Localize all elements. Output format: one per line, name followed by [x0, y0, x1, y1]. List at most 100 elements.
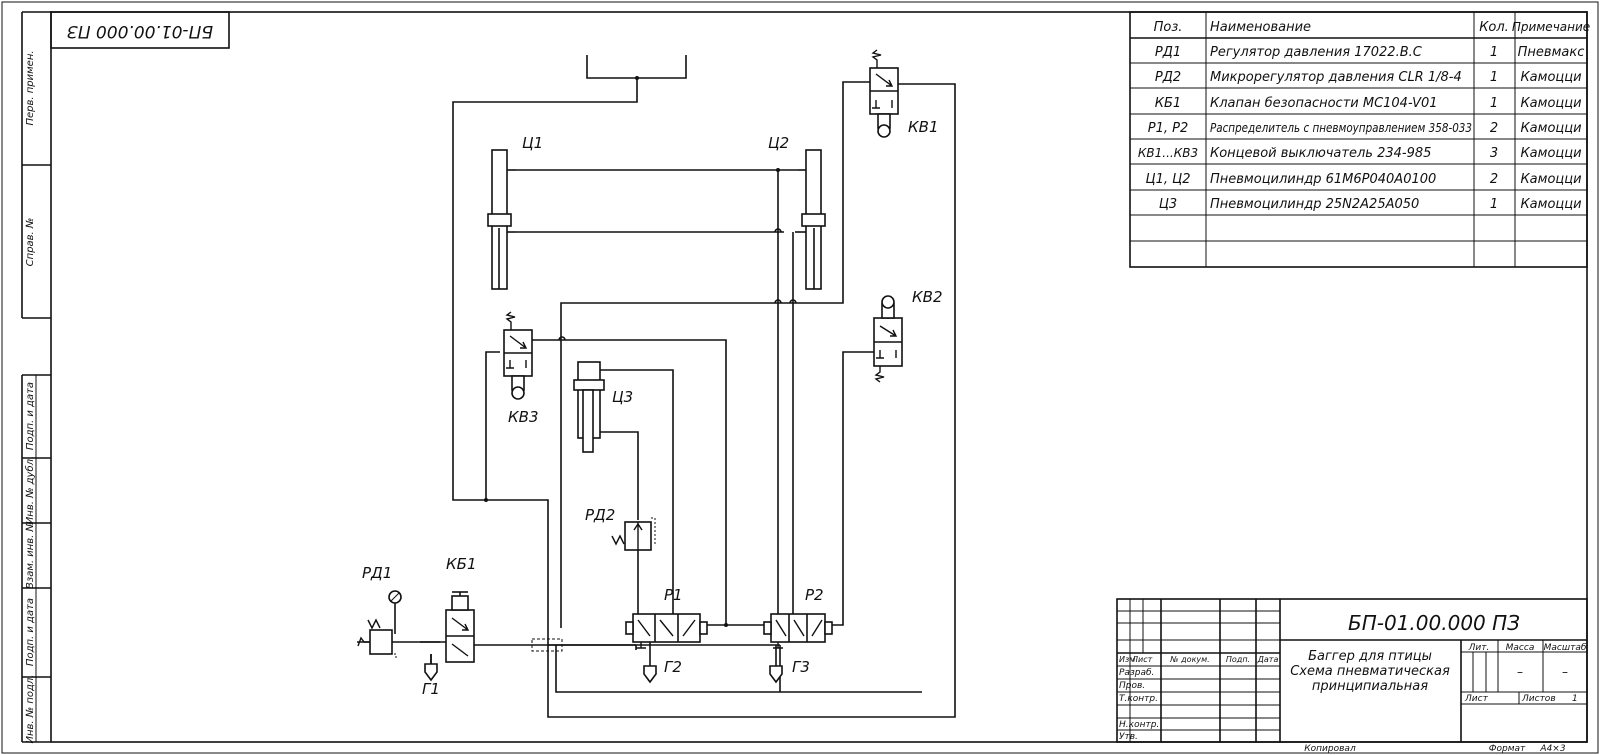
rotated-code-box: БП-01.00.000 ПЗ [50, 11, 230, 49]
label-g2: Г2 [664, 658, 682, 676]
svg-text:Р1, Р2: Р1, Р2 [1148, 121, 1189, 136]
table-row: РД1 Регулятор давления 17022.В.С 1 Пневм… [1155, 45, 1585, 60]
title-mass-value: – [1517, 665, 1523, 679]
svg-text:3: 3 [1490, 146, 1498, 161]
spec-header-note: Примечание [1512, 20, 1590, 34]
label-g1: Г1 [422, 680, 440, 698]
side-label: Инв. № подл. [25, 675, 36, 744]
table-row: РД2 Микрорегулятор давления CLR 1/8-4 1 … [1155, 70, 1582, 85]
svg-text:Камоцци: Камоцци [1520, 70, 1581, 85]
svg-text:РД2: РД2 [1155, 70, 1181, 85]
svg-text:1: 1 [1490, 96, 1498, 111]
side-label: Инв. № дубл. [24, 456, 36, 524]
silencer-g1 [424, 654, 438, 682]
safety-valve-kb1 [445, 591, 475, 663]
title-col-header: № докум. [1169, 655, 1209, 664]
svg-text:Пневмоцилиндр 61М6Р040А0100: Пневмоцилиндр 61М6Р040А0100 [1210, 172, 1436, 187]
svg-text:Микрорегулятор давления CLR 1/: Микрорегулятор давления CLR 1/8-4 [1210, 70, 1462, 85]
label-rd2: РД2 [585, 506, 615, 524]
svg-text:1: 1 [1490, 197, 1498, 212]
title-row-label: Н.контр. [1119, 720, 1159, 730]
title-sheets: Листов [1521, 694, 1556, 704]
silencer-g3 [769, 645, 783, 684]
pressure-regulator-rd1 [357, 590, 402, 658]
title-format-value: А4×3 [1539, 744, 1565, 754]
title-row-label: Утв. [1119, 732, 1138, 742]
title-sheet: Лист [1464, 694, 1489, 704]
svg-text:Ц3: Ц3 [1159, 197, 1177, 212]
label-g3: Г3 [792, 658, 810, 676]
line-crossings [558, 228, 797, 341]
svg-text:Камоцци: Камоцци [1520, 172, 1581, 187]
spec-header-qty: Кол. [1479, 20, 1509, 35]
inner-frame [50, 11, 1588, 743]
label-p2: Р2 [805, 586, 824, 604]
label-c2: Ц2 [768, 134, 789, 152]
svg-text:Регулятор давления 17022.В.С: Регулятор давления 17022.В.С [1210, 45, 1423, 60]
pipelines [357, 55, 956, 718]
title-block: БП-01.00.000 ПЗ Баггер для птицы Схема п… [1116, 598, 1588, 754]
label-kb1: КБ1 [446, 555, 476, 573]
svg-text:Камоцци: Камоцци [1520, 121, 1581, 136]
title-scale: Масштаб [1544, 643, 1587, 653]
title-lit: Лит. [1468, 643, 1490, 653]
valve-p2 [763, 613, 833, 649]
table-row: Ц1, Ц2 Пневмоцилиндр 61М6Р040А0100 2 Кам… [1146, 172, 1582, 187]
side-label: Взам. инв. № [25, 521, 36, 589]
micro-regulator-rd2 [611, 517, 656, 551]
spec-table: Поз. Наименование Кол. Примечание РД1 Ре… [1129, 11, 1590, 268]
label-p1: Р1 [664, 586, 683, 604]
table-row: КВ1...КВ3 Концевой выключатель 234-985 3… [1138, 146, 1582, 161]
label-kv2: КВ2 [912, 288, 942, 306]
svg-text:2: 2 [1490, 121, 1498, 136]
cylinder-c3 [573, 361, 605, 453]
svg-text:Ц1, Ц2: Ц1, Ц2 [1146, 172, 1191, 187]
junction-box [531, 638, 563, 652]
label-rd1: РД1 [362, 564, 392, 582]
title-col-header: Лист [1131, 655, 1153, 664]
rotated-doc-code: БП-01.00.000 ПЗ [67, 21, 213, 41]
title-format-label: Формат [1489, 744, 1526, 754]
cylinder-c1 [487, 149, 516, 290]
cylinder-c2 [795, 149, 826, 290]
title-row-label: Т.контр. [1119, 694, 1158, 704]
svg-text:Камоцци: Камоцци [1520, 197, 1581, 212]
svg-text:КБ1: КБ1 [1155, 96, 1181, 111]
table-row: Ц3 Пневмоцилиндр 25N2A25A050 1 Камоцци [1159, 197, 1582, 212]
limit-switch-kv3 [503, 311, 533, 400]
title-designation: БП-01.00.000 ПЗ [1348, 611, 1520, 635]
limit-switch-kv2 [873, 295, 903, 383]
label-kv3: КВ3 [508, 408, 538, 426]
svg-text:РД1: РД1 [1155, 45, 1181, 60]
side-label: Подп. и дата [25, 598, 36, 666]
spec-header-pos: Поз. [1154, 20, 1183, 35]
title-sheets-value: 1 [1572, 694, 1578, 704]
title-name-line: принципиальная [1312, 679, 1428, 694]
title-name-line: Баггер для птицы [1308, 649, 1432, 664]
title-mass: Масса [1506, 643, 1535, 653]
label-c3: Ц3 [612, 388, 633, 406]
title-scale-value: – [1562, 665, 1568, 679]
title-col-header: Подп. [1226, 655, 1250, 664]
title-row-label: Разраб. [1119, 668, 1154, 678]
svg-text:1: 1 [1490, 45, 1498, 60]
title-col-header: Дата [1257, 655, 1279, 664]
valve-p1 [625, 613, 708, 649]
svg-text:1: 1 [1490, 70, 1498, 85]
svg-text:Клапан безопасности MC104-V01: Клапан безопасности MC104-V01 [1210, 96, 1438, 111]
svg-text:Пневмакс: Пневмакс [1518, 45, 1585, 60]
title-col-header: Изм [1119, 655, 1135, 664]
side-label: Справ. № [25, 218, 36, 267]
silencer-g2 [643, 642, 657, 684]
svg-text:Распределитель с пневмоуправле: Распределитель с пневмоуправлением 358-0… [1210, 121, 1472, 135]
binding-strip: Перв. примен. Справ. № Подп. и дата Инв.… [21, 11, 51, 744]
side-label: Перв. примен. [25, 50, 36, 125]
svg-text:КВ1...КВ3: КВ1...КВ3 [1138, 146, 1198, 160]
side-label: Подп. и дата [25, 382, 36, 450]
title-name-line: Схема пневматическая [1290, 664, 1450, 679]
svg-text:Пневмоцилиндр 25N2A25A050: Пневмоцилиндр 25N2A25A050 [1210, 197, 1419, 212]
spec-header-name: Наименование [1210, 20, 1311, 35]
svg-text:Камоцци: Камоцци [1520, 96, 1581, 111]
